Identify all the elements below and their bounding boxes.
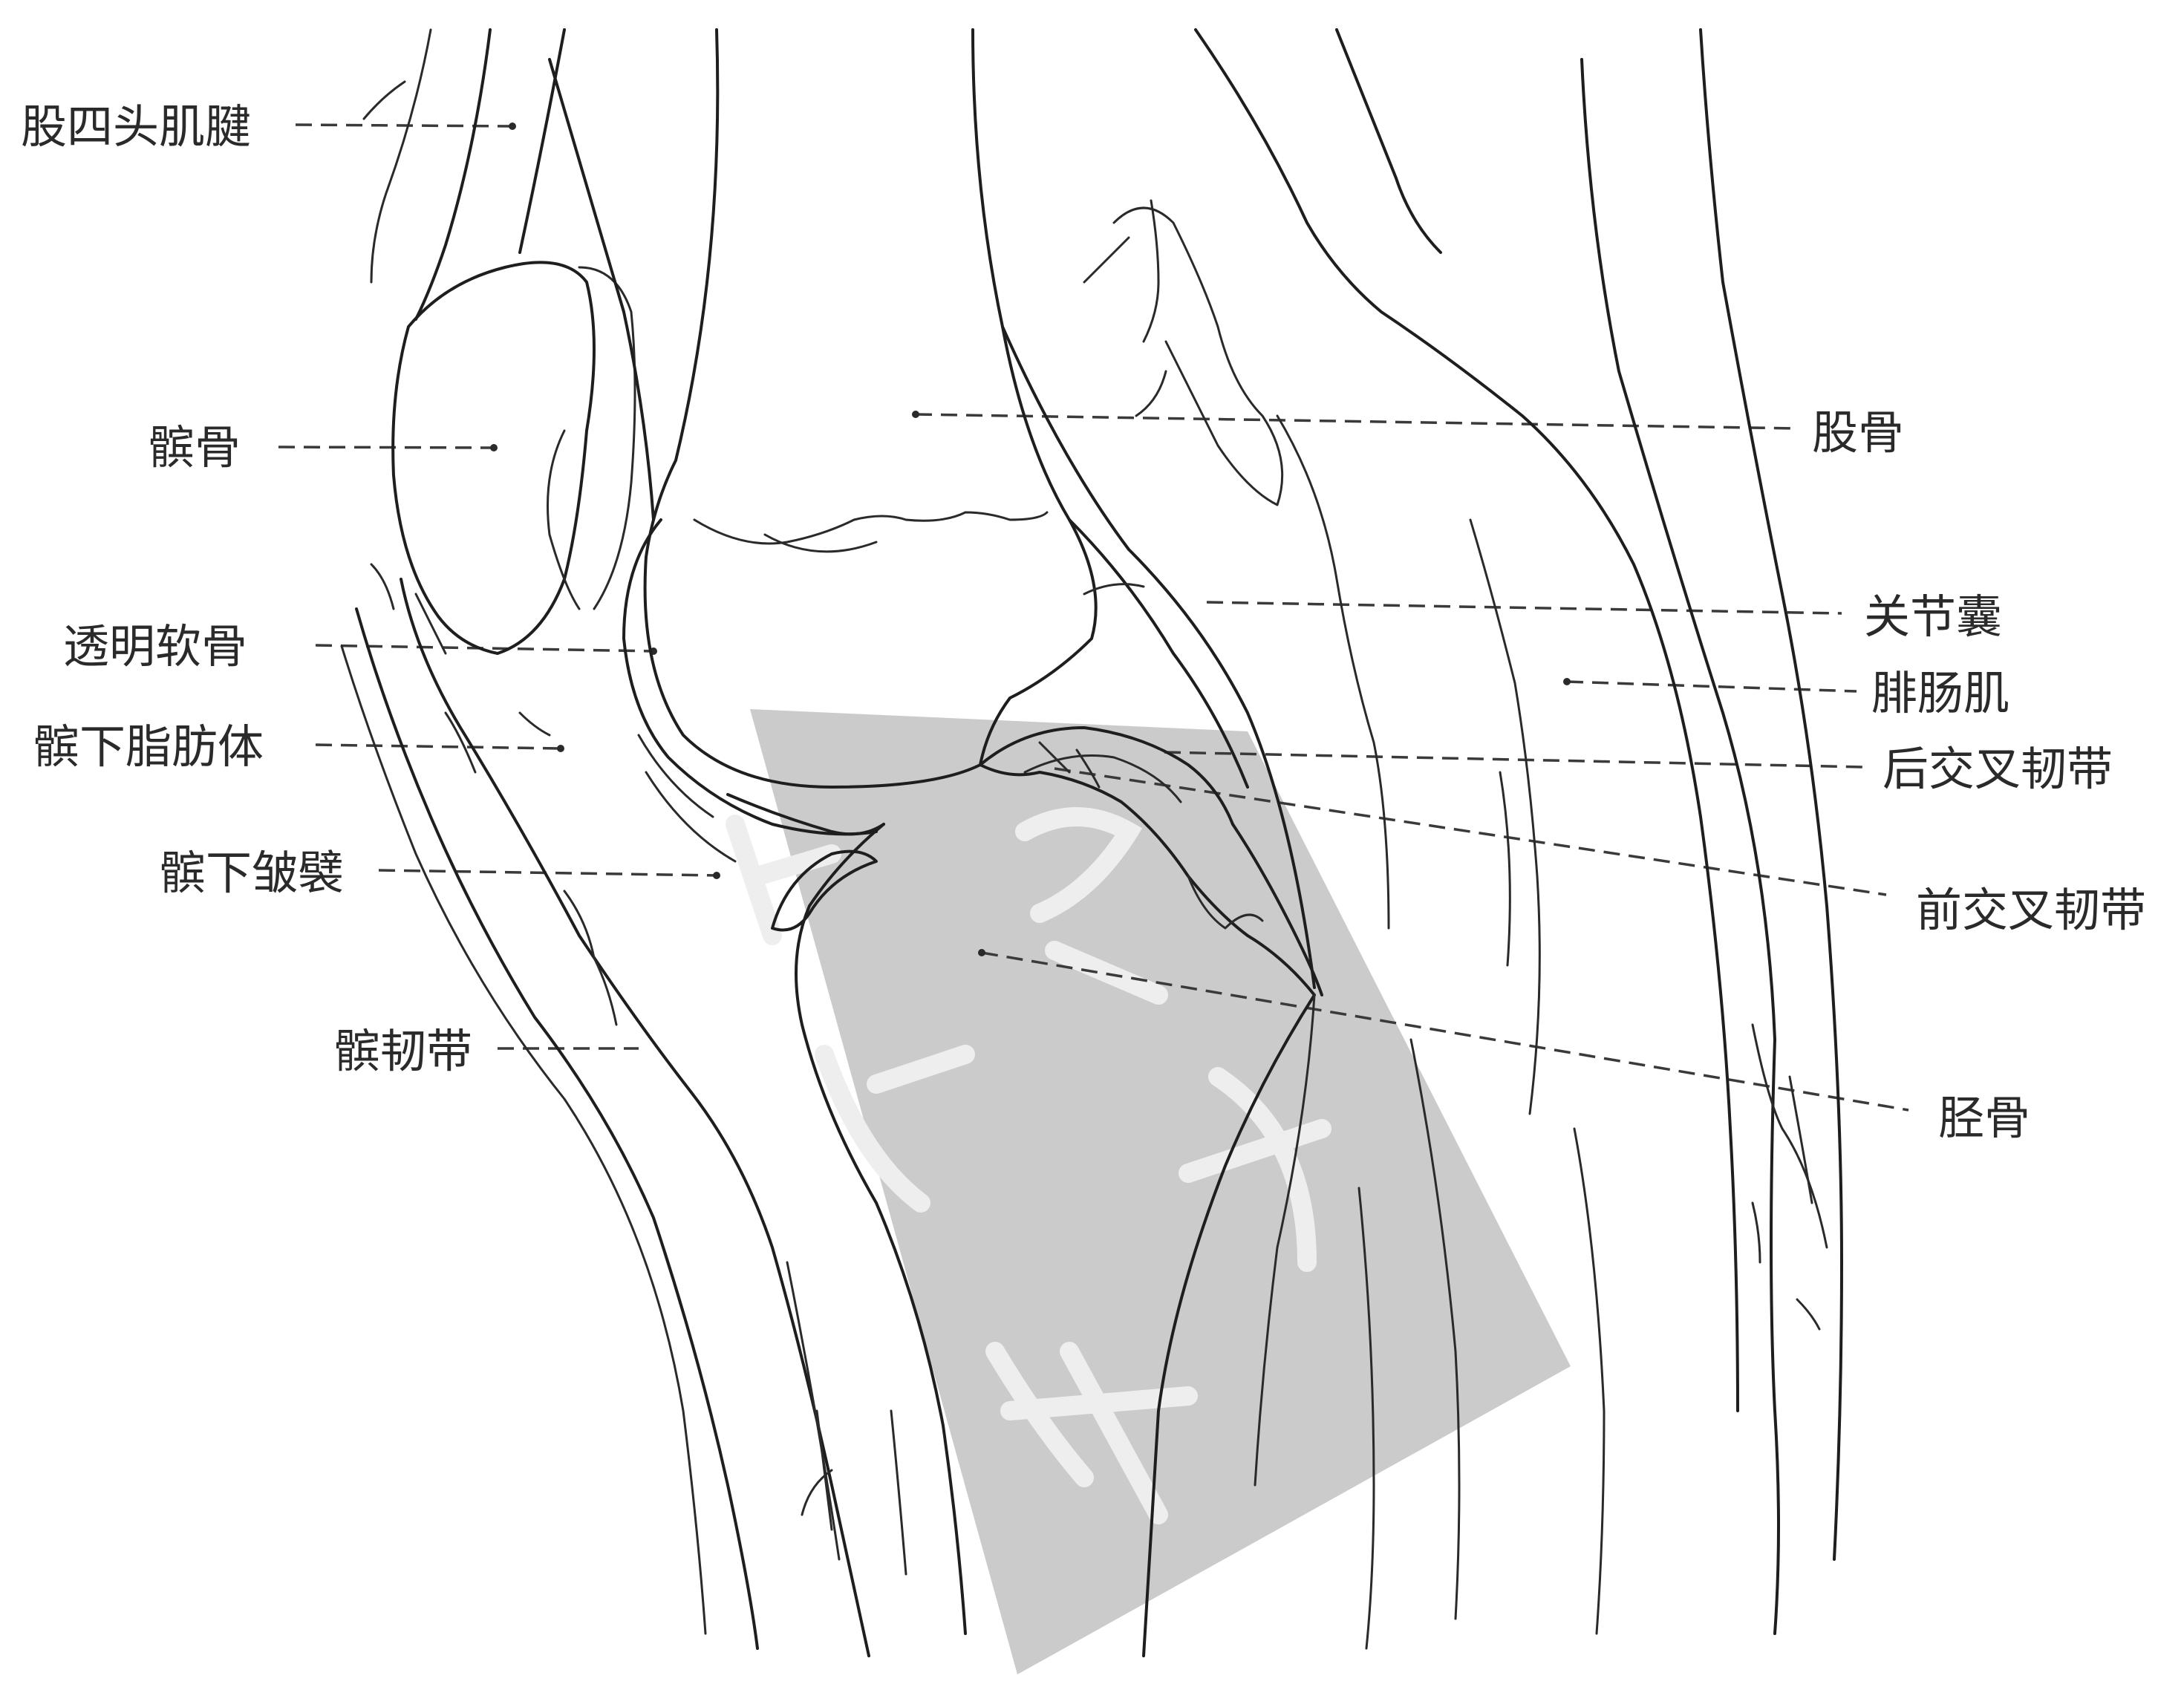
- label-joint-capsule: 关节囊: [1864, 594, 2002, 640]
- label-femur: 股骨: [1812, 410, 1904, 456]
- anterior-shin: [787, 1262, 906, 1574]
- label-tibia: 胫骨: [1938, 1095, 2030, 1141]
- posterior-skin: [1582, 30, 1842, 1634]
- label-quadriceps-tendon: 股四头肌腱: [21, 104, 251, 150]
- label-infrapatellar-fat-pad: 髌下脂肪体: [33, 724, 264, 770]
- label-posterior-cruciate-ligament: 后交叉韧带: [1883, 746, 2113, 792]
- femur-outline: [645, 30, 1096, 787]
- label-anterior-cruciate-ligament: 前交叉韧带: [1916, 887, 2146, 933]
- label-gastrocnemius: 腓肠肌: [1871, 671, 2009, 717]
- label-patellar-ligament: 髌韧带: [334, 1028, 472, 1074]
- label-infrapatellar-fold: 髌下皱襞: [160, 850, 344, 896]
- label-patella: 髌骨: [149, 425, 241, 471]
- label-hyaline-cartilage: 透明软骨: [63, 624, 247, 670]
- patella-outline: [393, 262, 635, 653]
